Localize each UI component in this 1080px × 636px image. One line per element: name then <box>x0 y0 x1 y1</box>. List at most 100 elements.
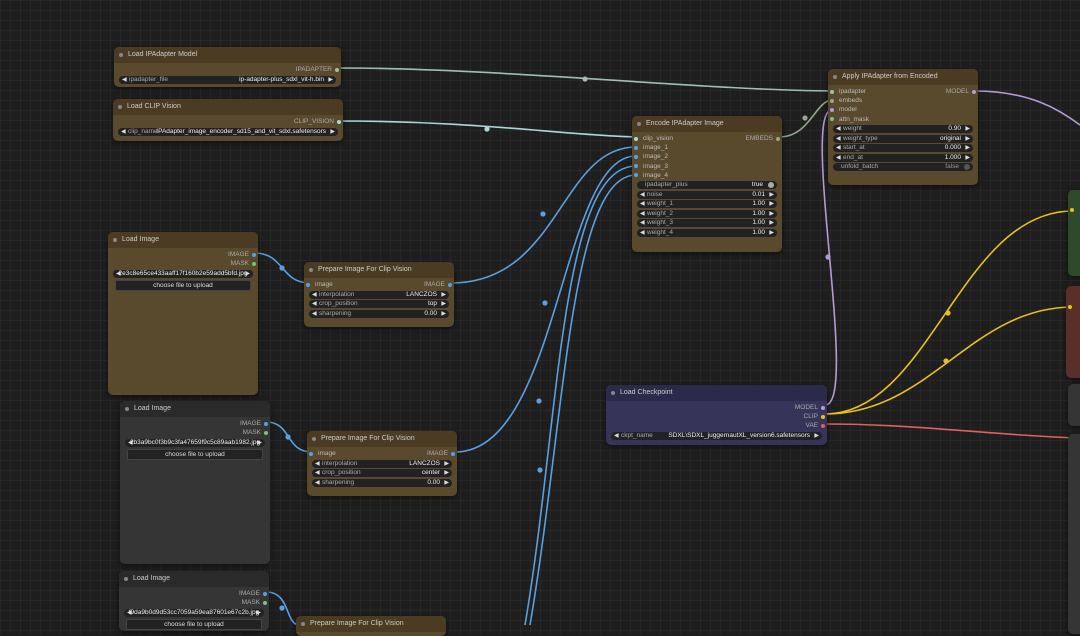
arrow-right-icon[interactable]: ▶ <box>444 470 449 477</box>
output-image[interactable]: IMAGE <box>120 419 268 428</box>
choose-file-button[interactable]: choose file to upload <box>115 279 251 291</box>
input-dot[interactable] <box>634 136 638 141</box>
node-encode-ipadapter-image[interactable]: Encode IPAdapter Image clip_vision image… <box>632 116 782 252</box>
output-ipadapter[interactable]: IPADAPTER <box>114 65 339 74</box>
arrow-right-icon[interactable]: ▶ <box>965 126 970 133</box>
arrow-right-icon[interactable]: ▶ <box>245 270 250 277</box>
input-dot[interactable] <box>634 173 638 178</box>
input-image-1[interactable]: image_1 <box>634 143 782 152</box>
arrow-right-icon[interactable]: ▶ <box>769 191 774 198</box>
input-ipadapter[interactable]: ipadapter <box>830 87 978 96</box>
output-clip-vision[interactable]: CLIP_VISION <box>113 117 341 126</box>
input-dot[interactable] <box>1068 305 1072 309</box>
output-dot[interactable] <box>252 261 256 266</box>
ipadapter-file-combo[interactable]: ◀ ipadapter_file ip-adapter-plus_sdxl_vi… <box>119 75 336 84</box>
node-load-clip-vision[interactable]: Load CLIP Vision CLIP_VISION ◀ clip_name… <box>113 99 343 141</box>
node-title[interactable]: Load Image <box>108 232 258 248</box>
output-mask[interactable]: MASK <box>120 428 268 437</box>
arrow-right-icon[interactable]: ▶ <box>330 128 335 135</box>
node-title[interactable]: Load IPAdapter Model <box>114 47 341 63</box>
input-image-2[interactable]: image_2 <box>634 152 782 161</box>
toggle-knob-icon[interactable] <box>964 164 970 171</box>
arrow-right-icon[interactable]: ▶ <box>769 220 774 227</box>
arrow-left-icon[interactable]: ◀ <box>640 191 645 198</box>
input-image-3[interactable]: image_3 <box>634 162 782 171</box>
output-dot[interactable] <box>448 282 452 287</box>
arrow-left-icon[interactable]: ◀ <box>312 310 317 317</box>
arrow-left-icon[interactable]: ◀ <box>127 609 132 616</box>
node-prepare-image-3[interactable]: Prepare Image For Clip Vision <box>296 616 446 636</box>
output-dot[interactable] <box>264 430 268 435</box>
input-image[interactable]: image <box>306 280 454 289</box>
output-dot[interactable] <box>263 591 267 596</box>
input-dot[interactable] <box>634 164 638 169</box>
image-combo[interactable]: ◀f9da9b0d9d53cc7059a59ea87601e67c2b.jpg▶ <box>124 608 264 617</box>
node-title[interactable]: Apply IPAdapter from Encoded <box>828 69 978 85</box>
input-dot[interactable] <box>634 154 638 159</box>
output-dot[interactable] <box>821 414 825 419</box>
arrow-left-icon[interactable]: ◀ <box>312 291 317 298</box>
arrow-left-icon[interactable]: ◀ <box>640 201 645 208</box>
input-attn-mask[interactable]: attn_mask <box>830 115 978 124</box>
image-combo[interactable]: ◀2b3a9bc0f3b9c3fa47659f9c5c89aab1982.jpg… <box>125 438 265 447</box>
output-image[interactable]: IMAGE <box>119 589 267 598</box>
node-prepare-image-1[interactable]: Prepare Image For Clip Vision image IMAG… <box>304 262 454 327</box>
node-title[interactable]: Prepare Image For Clip Vision <box>296 616 446 632</box>
arrow-right-icon[interactable]: ▶ <box>328 76 333 83</box>
node-title[interactable]: Load CLIP Vision <box>113 99 343 115</box>
arrow-left-icon[interactable]: ◀ <box>312 301 317 308</box>
output-image[interactable]: IMAGE <box>427 449 455 458</box>
output-dot[interactable] <box>252 252 256 257</box>
input-image-4[interactable]: image_4 <box>634 171 782 180</box>
output-model[interactable]: MODEL <box>946 87 976 96</box>
choose-file-button[interactable]: choose file to upload <box>127 448 263 460</box>
output-dot[interactable] <box>263 600 267 605</box>
output-mask[interactable]: MASK <box>108 259 256 268</box>
node-load-image-3[interactable]: Load Image IMAGE MASK ◀f9da9b0d9d53cc705… <box>119 571 269 631</box>
arrow-left-icon[interactable]: ◀ <box>640 229 645 236</box>
input-clip-vision[interactable]: clip_vision <box>634 134 782 143</box>
arrow-right-icon[interactable]: ▶ <box>814 432 819 439</box>
node-apply-ipadapter-from-encoded[interactable]: Apply IPAdapter from Encoded ipadapter e… <box>828 69 978 185</box>
input-dot[interactable] <box>830 98 834 103</box>
arrow-left-icon[interactable]: ◀ <box>315 470 320 477</box>
output-dot[interactable] <box>776 136 780 141</box>
node-load-checkpoint[interactable]: Load Checkpoint MODEL CLIP VAE ◀ckpt_nam… <box>606 385 827 445</box>
output-dot[interactable] <box>972 89 976 94</box>
node-offscreen-green[interactable] <box>1068 190 1080 276</box>
node-load-image-2[interactable]: Load Image IMAGE MASK ◀2b3a9bc0f3b9c3fa4… <box>120 401 270 564</box>
arrow-right-icon[interactable]: ▶ <box>965 145 970 152</box>
node-offscreen-gray-2[interactable] <box>1068 434 1080 634</box>
arrow-right-icon[interactable]: ▶ <box>444 479 449 486</box>
arrow-left-icon[interactable]: ◀ <box>836 135 841 142</box>
output-dot[interactable] <box>821 405 825 410</box>
node-title[interactable]: Load Image <box>120 401 270 417</box>
output-dot[interactable] <box>451 451 455 456</box>
arrow-left-icon[interactable]: ◀ <box>640 220 645 227</box>
toggle-knob-icon[interactable] <box>768 182 774 189</box>
output-model[interactable]: MODEL <box>606 403 825 412</box>
output-mask[interactable]: MASK <box>119 598 267 607</box>
input-image[interactable]: image <box>309 449 457 458</box>
input-dot[interactable] <box>830 117 834 122</box>
node-title[interactable]: Load Checkpoint <box>606 385 827 401</box>
output-vae[interactable]: VAE <box>606 421 825 430</box>
choose-file-button[interactable]: choose file to upload <box>126 618 262 630</box>
arrow-left-icon[interactable]: ◀ <box>836 145 841 152</box>
